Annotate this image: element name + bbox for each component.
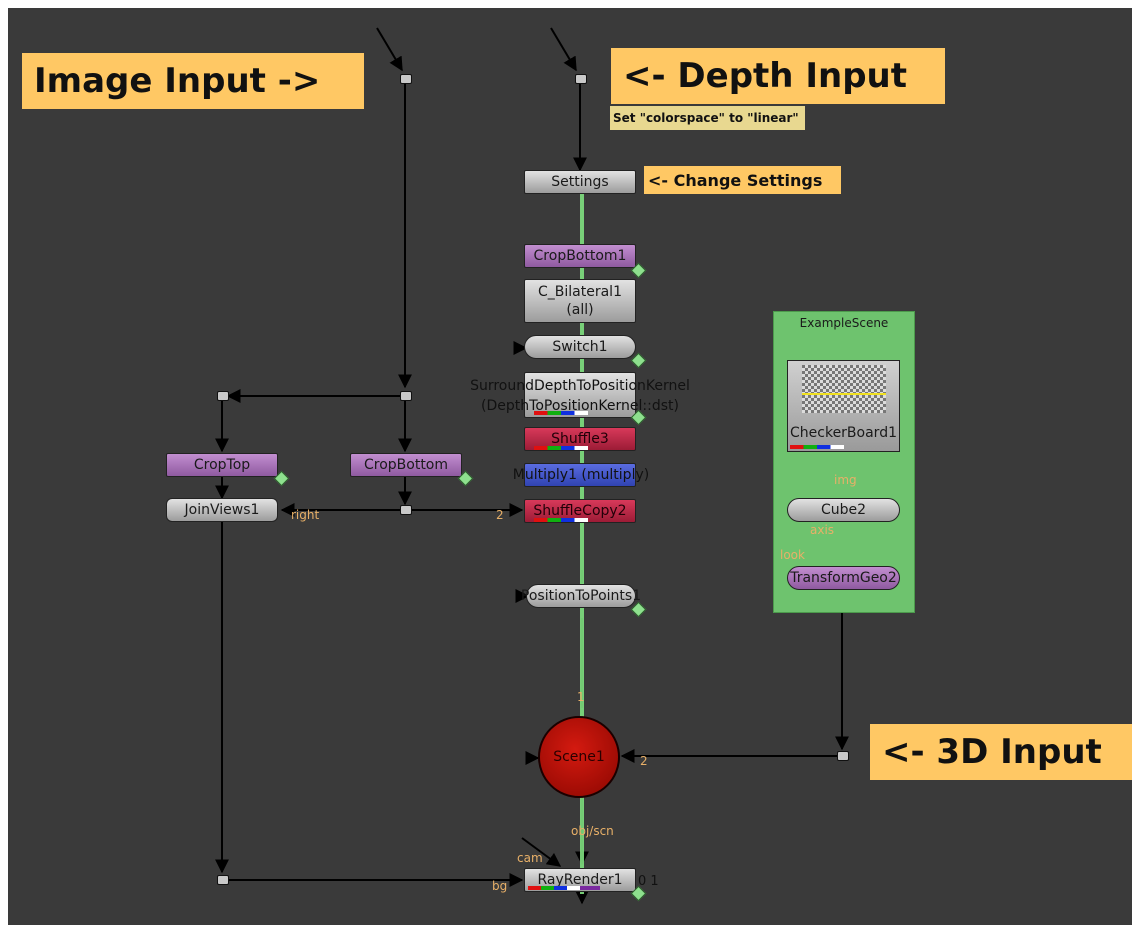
sticky-colorspace-note[interactable]: Set "colorspace" to "linear" xyxy=(610,106,805,130)
node-surround-channels xyxy=(534,411,588,415)
node-c-bilateral1-label: C_Bilateral1 xyxy=(538,284,622,300)
depth-input-arrow xyxy=(550,27,577,72)
node-graph-canvas[interactable]: Image Input -> <- Depth Input <- Change … xyxy=(8,8,1132,925)
dot-image-split[interactable] xyxy=(400,391,412,401)
node-multiply1-label: Multiply1 (multiply) xyxy=(512,467,650,483)
dot-image-input[interactable] xyxy=(400,74,412,84)
sticky-depth-input[interactable]: <- Depth Input xyxy=(611,48,945,104)
node-shuffle3[interactable]: Shuffle3 xyxy=(524,427,636,451)
node-shufflecopy2-channels xyxy=(534,518,588,522)
pipe-label-scene-1: 1 xyxy=(577,690,585,704)
pipe-label-scene-2: 2 xyxy=(640,754,648,768)
node-transformgeo2[interactable]: TransformGeo2 xyxy=(787,566,900,590)
node-surround-box[interactable] xyxy=(524,372,636,418)
node-shuffle3-channels xyxy=(534,446,588,450)
checkerboard-thumbnail xyxy=(802,365,886,413)
node-checkerboard1-channels xyxy=(790,445,844,449)
node-surround-label-2: (DepthToPositionKernel::dst) xyxy=(481,398,679,414)
image-input-arrow xyxy=(376,27,403,72)
node-checkerboard1-label: CheckerBoard1 xyxy=(790,425,897,441)
pipe-label-look: look xyxy=(780,548,805,562)
sticky-change-settings[interactable]: <- Change Settings xyxy=(644,166,841,194)
backdrop-examplescene-title: ExampleScene xyxy=(799,316,889,330)
node-checkerboard1[interactable]: CheckerBoard1 xyxy=(787,360,900,452)
pipe-label-axis: axis xyxy=(810,523,835,537)
node-settings[interactable]: Settings xyxy=(524,170,636,194)
dot-left[interactable] xyxy=(217,391,229,401)
dot-cropbottom-out[interactable] xyxy=(400,505,412,515)
node-cropbottom[interactable]: CropBottom xyxy=(350,453,462,477)
node-rayrender1-channels xyxy=(528,886,600,890)
node-cube2[interactable]: Cube2 xyxy=(787,498,900,522)
pipe-label-shuffle-2: 2 xyxy=(496,508,504,522)
node-multiply1[interactable] xyxy=(524,463,636,487)
node-c-bilateral1-sub: (all) xyxy=(566,302,594,318)
node-positiontopoints1[interactable]: PositionToPoints1 xyxy=(521,584,641,608)
node-scene1[interactable]: Scene1 xyxy=(538,716,620,798)
sticky-3d-input[interactable]: <- 3D Input xyxy=(870,724,1132,780)
pipe-label-img: img xyxy=(834,473,857,487)
dot-depth-input[interactable] xyxy=(575,74,587,84)
sticky-image-input[interactable]: Image Input -> xyxy=(22,53,364,109)
checkerboard-thumbnail-line xyxy=(802,393,886,395)
node-croptop[interactable]: CropTop xyxy=(166,453,278,477)
node-cropbottom1[interactable]: CropBottom1 xyxy=(524,244,636,268)
pipe-label-bg: bg xyxy=(492,879,508,893)
wire-cam xyxy=(521,837,562,867)
node-switch1[interactable]: Switch1 xyxy=(524,335,636,359)
dot-3d-input[interactable] xyxy=(837,751,849,761)
rayrender-output-label: 0 1 xyxy=(638,874,659,889)
node-c-bilateral1[interactable]: C_Bilateral1 (all) xyxy=(524,279,636,323)
pipe-label-cam: cam xyxy=(517,851,543,865)
highlighted-pipe xyxy=(580,194,584,894)
pipe-label-obj-scn: obj/scn xyxy=(571,824,614,838)
dot-bottom-left[interactable] xyxy=(217,875,229,885)
node-joinviews1[interactable]: JoinViews1 xyxy=(166,498,278,522)
node-surround-label-1: SurroundDepthToPositionKernel xyxy=(470,378,690,394)
pipe-label-right: right xyxy=(291,508,320,522)
